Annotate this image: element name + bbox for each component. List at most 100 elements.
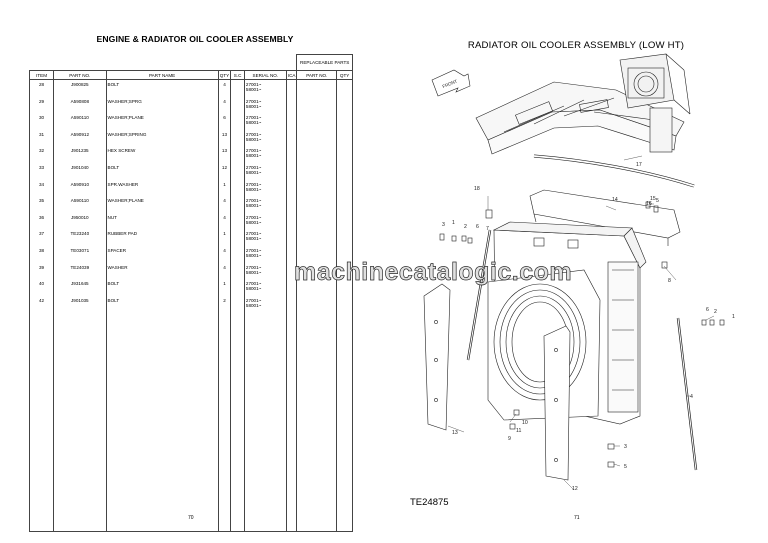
cell-part-name: WASHER;SPRG [105,96,219,114]
cell-rep-part-no [296,212,338,230]
cell-qty: 12 [217,162,232,180]
cell-item: 28 [28,79,55,97]
side-bracket-left [423,283,451,431]
callout-number: 6 [706,307,709,313]
cell-ica [285,179,298,197]
callout-number: 11 [516,428,521,434]
serial-range: 58001~ [245,103,262,109]
cell-rep-qty [336,196,353,213]
serial-range: 27001~ [245,181,262,187]
serial-range: 27001~ [245,82,262,87]
cell-serial: 27001~58001~ [243,212,287,230]
cell-ica [285,113,298,130]
cell-part-name: WASHER;SPRING [105,129,219,147]
callout-number: 2 [714,309,717,315]
cell-qty: 4 [217,96,232,114]
cell-part-name: SPR.WASHER [105,179,219,197]
replaceable-parts-header: REPLACEABLE PARTS [296,54,353,71]
callout-number: 18 [474,186,480,192]
page-number: 70 [188,515,194,521]
table-filler [28,312,353,533]
diagram-title: RADIATOR OIL COOLER ASSEMBLY (LOW HT) [467,40,685,51]
cell-item: 33 [28,162,55,180]
serial-range: 58001~ [245,236,262,242]
cell-qty: 13 [217,129,232,147]
cell-part-name: WASHER;PLANE [105,113,219,130]
col-sc: S.C [230,70,245,80]
serial-range: 27001~ [245,148,262,154]
side-bracket-right [543,325,571,481]
cell-qty: 6 [217,113,232,130]
cell-item: 37 [28,229,55,246]
figure-code: TE24875 [410,497,449,508]
callout-number: 3 [624,444,627,450]
col-part-name: PART NAME [105,70,219,80]
cell-part-no: J901235 [53,146,107,163]
callout-number: 10 [522,420,528,426]
cell-part-no: A590910 [53,179,107,197]
cell-rep-part-no [296,79,338,97]
serial-range: 27001~ [245,98,262,104]
leader-lines [447,155,715,491]
cell-qty: 4 [217,79,232,97]
callout-number: 2 [464,224,467,230]
cell-serial: 27001~58001~ [243,96,287,114]
callout-number: 6 [476,224,479,230]
cell-item: 34 [28,179,55,197]
col-serial-no: SERIAL NO. [243,70,287,80]
cell-rep-part-no [296,262,338,280]
cell-qty: 4 [217,262,232,280]
serial-range: 58001~ [245,169,262,175]
callout-number: 1 [732,314,735,320]
cell-qty: 2 [217,295,232,313]
cell-serial: 27001~58001~ [243,295,287,313]
callout-number: 14 [612,197,618,203]
cell-part-no: A590110 [53,113,107,130]
cell-rep-qty [336,162,353,180]
serial-range: 27001~ [245,115,262,121]
cell-part-name: BOLT [105,295,219,313]
serial-range: 27001~ [245,164,262,170]
cell-part-no: J900825 [53,79,107,97]
cell-ica [285,79,298,97]
parts-list-title: ENGINE & RADIATOR OIL COOLER ASSEMBLY [96,34,294,44]
cell-qty: 4 [217,245,232,263]
cell-qty: 13 [217,146,232,163]
cell-serial: 27001~58001~ [243,146,287,163]
cell-qty: 1 [217,229,232,246]
serial-range: 58001~ [245,203,262,209]
cell-serial: 27001~58001~ [243,196,287,213]
cell-item: 32 [28,146,55,163]
cell-ica [285,229,298,246]
callout-number: 12 [572,486,578,492]
cell-part-no: J931645 [53,279,107,296]
serial-range: 58001~ [245,87,262,92]
cell-sc [230,229,245,246]
cell-part-no: TE24039 [53,262,107,280]
callout-number: 7 [486,226,489,232]
callout-number: 5 [624,464,627,470]
cell-sc [230,113,245,130]
serial-range: 58001~ [245,153,262,159]
cell-sc [230,96,245,114]
cell-item: 38 [28,245,55,263]
callout-number: 5 [656,198,659,204]
cell-sc [230,179,245,197]
cell-item: 42 [28,295,55,313]
serial-range: 58001~ [245,120,262,126]
cell-part-name: BOLT [105,279,219,296]
cell-sc [230,262,245,280]
callout-number: 8 [668,278,671,284]
cell-part-name: WASHER;PLANE [105,196,219,213]
cell-rep-part-no [296,162,338,180]
callout-number: 3 [442,222,445,228]
callout-number: 1 [452,220,455,226]
cell-qty: 4 [217,196,232,213]
cell-rep-part-no [296,179,338,197]
cell-part-no: J950010 [53,212,107,230]
cell-rep-qty [336,96,353,114]
